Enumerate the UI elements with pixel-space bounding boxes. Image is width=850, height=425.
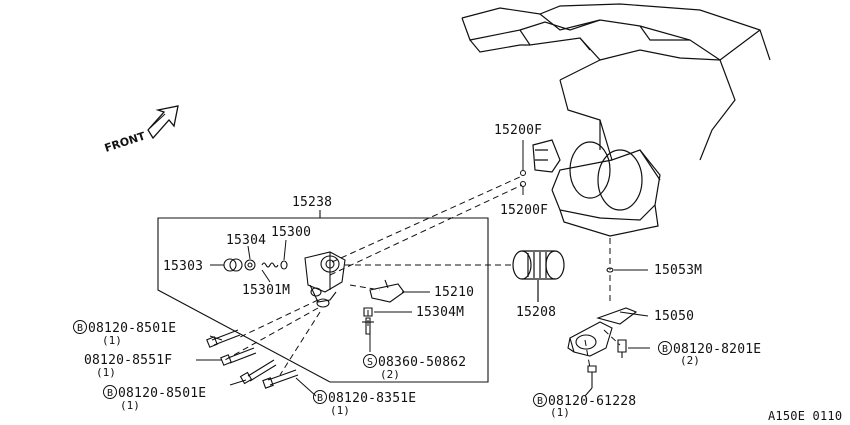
label-15303: 15303 (163, 259, 203, 274)
label-15200F-bottom: 15200F (500, 203, 548, 218)
fastener-prefix: B (662, 344, 668, 355)
oil-filter-bracket-illustration (223, 251, 405, 335)
fastener-qty: (1) (330, 404, 350, 417)
group-15238-label: 15238 (292, 195, 332, 210)
label-15053M: 15053M (654, 263, 702, 278)
callout-leaders (196, 239, 593, 397)
fastener-callout: B 08120-8501E (1) (103, 385, 206, 412)
fastener-code: 08120-61228 (548, 394, 636, 409)
fastener-callout: 08120-8551F (1) (84, 353, 172, 379)
diagram-code: A150E 0110 (768, 409, 842, 423)
fastener-code: 08120-8351E (328, 391, 416, 406)
label-15208: 15208 (516, 305, 556, 320)
fastener-callout: B 08120-61228 (1) (533, 393, 636, 419)
fastener-callout: B 08120-8201E (2) (658, 341, 761, 367)
fastener-code: 08120-8501E (88, 321, 176, 336)
fastener-code: 08120-8551F (84, 353, 172, 368)
fastener-prefix: B (537, 396, 543, 407)
front-label: FRONT (103, 129, 147, 155)
label-15300: 15300 (271, 225, 311, 240)
fastener-code: 08120-8201E (673, 342, 761, 357)
fastener-prefix: B (317, 393, 323, 404)
fastener-callout: B 08120-8501E (1) (73, 320, 176, 347)
fastener-code: 08120-8501E (118, 386, 206, 401)
fastener-qty: (1) (120, 399, 140, 412)
label-15050: 15050 (654, 309, 694, 324)
fastener-qty: (2) (380, 368, 400, 381)
fastener-qty: (2) (680, 354, 700, 367)
dashed-leaders (224, 175, 621, 376)
label-15304M: 15304M (416, 305, 464, 320)
fastener-prefix: S (367, 357, 373, 368)
label-15200F-top: 15200F (494, 123, 542, 138)
fastener-prefix: B (107, 388, 113, 399)
bolts-illustration (206, 329, 299, 389)
fastener-callout: B 08120-8351E (1) (313, 390, 416, 417)
engine-block-illustration (461, 3, 771, 237)
front-direction-arrow: FRONT (103, 105, 179, 155)
label-15304: 15304 (226, 233, 266, 248)
label-15301M: 15301M (242, 283, 290, 298)
oil-filter-illustration (512, 250, 565, 302)
fastener-callout: S 08360-50862 (2) (363, 354, 466, 381)
fastener-prefix: B (77, 323, 83, 334)
fastener-qty: (1) (550, 406, 570, 419)
assembly-group-outline (157, 210, 489, 383)
dowel-pins-15200F (520, 140, 526, 195)
fastener-qty: (1) (96, 366, 116, 379)
label-15210: 15210 (434, 285, 474, 300)
fastener-qty: (1) (102, 334, 122, 347)
fastener-code: 08360-50862 (378, 355, 466, 370)
oil-strainer-illustration (567, 267, 650, 388)
